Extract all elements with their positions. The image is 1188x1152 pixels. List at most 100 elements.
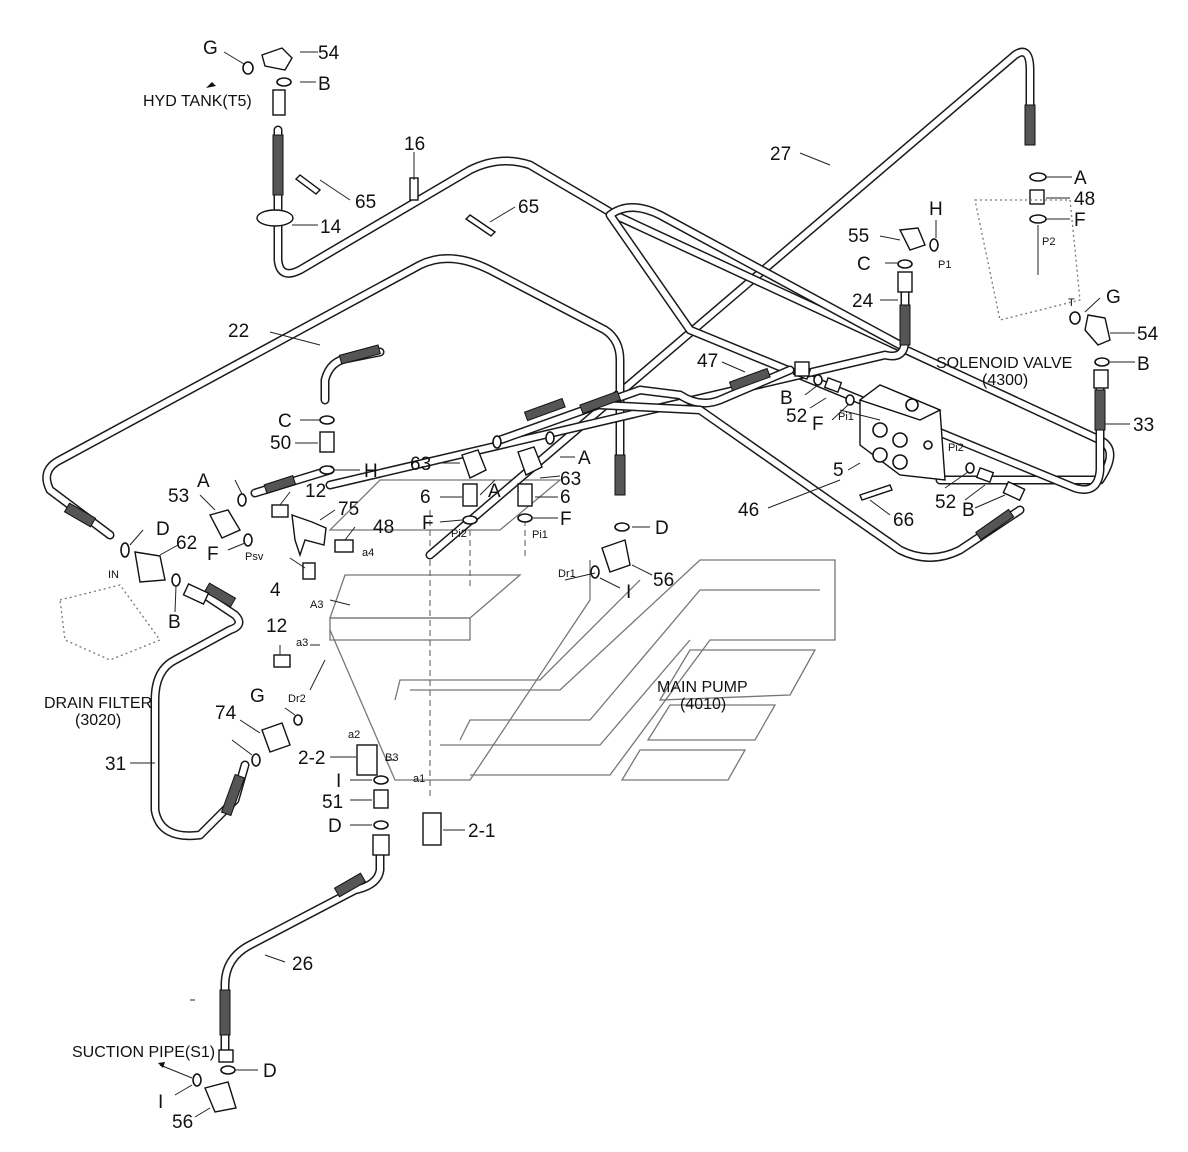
drain-filter-label: DRAIN FILTER	[44, 695, 152, 712]
port-label: a2	[348, 729, 360, 741]
letter-label: F	[422, 513, 434, 534]
part-number: 6	[560, 487, 571, 508]
letter-label: A	[1074, 168, 1087, 189]
port-label: A3	[310, 599, 323, 611]
port-label: P1	[938, 259, 951, 271]
drain-filter-body	[59, 584, 162, 661]
component-labels: HYD TANK(T5) SOLENOID VALVE (4300) DRAIN…	[44, 93, 1072, 1061]
part-number: 12	[305, 481, 326, 502]
part-number: 62	[176, 533, 197, 554]
letter-label: F	[207, 544, 219, 565]
drain-filter-number: (3020)	[75, 712, 121, 729]
letter-label: B	[962, 500, 975, 521]
port-label: T	[1068, 297, 1075, 309]
letter-label: F	[560, 509, 572, 530]
part-number: 63	[410, 454, 431, 475]
letter-label: G	[203, 38, 218, 59]
part-number: 54	[318, 43, 340, 64]
hyd-tank-label: HYD TANK(T5)	[143, 93, 252, 110]
port-label: Pi1	[838, 411, 854, 423]
part-number: 52	[786, 406, 807, 427]
hose-sleeves	[63, 104, 1106, 1036]
letter-label: A	[488, 481, 501, 502]
part-number: 5	[833, 460, 844, 481]
letter-label: C	[278, 411, 292, 432]
letter-label: I	[336, 771, 341, 792]
port-label: a3	[296, 637, 308, 649]
letter-label: H	[929, 199, 943, 220]
port-label: B3	[385, 752, 398, 764]
part-number: 22	[228, 321, 249, 342]
part-number: 31	[105, 754, 126, 775]
part-number: 55	[848, 226, 869, 247]
letter-label: F	[812, 414, 824, 435]
solenoid-valve-block	[858, 384, 946, 481]
port-label: Dr1	[558, 568, 576, 580]
port-labels: P1 P2 T Pi1 Pi2 Pi2 Pi1 Psv a4 A3 Dr1 a3…	[108, 236, 1075, 785]
part-number: 46	[738, 500, 759, 521]
part-number: 26	[292, 954, 313, 975]
main-pump-number: (4010)	[680, 696, 726, 713]
part-number: 2-2	[298, 748, 325, 769]
port-label: Pi2	[451, 528, 467, 540]
part-number: 56	[172, 1112, 193, 1133]
part-number: 14	[320, 217, 342, 238]
letter-label: D	[328, 816, 342, 837]
part-number: 27	[770, 144, 791, 165]
letter-label: B	[318, 74, 331, 95]
connection-arrows	[158, 82, 216, 1068]
port-label: Pi2	[948, 442, 964, 454]
part-number: 63	[560, 469, 581, 490]
part-number: 51	[322, 792, 343, 813]
main-pump-body	[328, 479, 836, 800]
part-number: 53	[168, 486, 189, 507]
letter-label: D	[263, 1061, 277, 1082]
part-number: 4	[270, 580, 281, 601]
letter-label: G	[1106, 287, 1121, 308]
part-number: 47	[697, 351, 718, 372]
solenoid-valve-label: SOLENOID VALVE	[936, 355, 1072, 372]
letter-label: I	[626, 582, 631, 603]
part-number: 54	[1137, 324, 1159, 345]
part-number: 75	[338, 499, 359, 520]
part-number: 24	[852, 291, 874, 312]
part-number: 12	[266, 616, 287, 637]
port-label: Psv	[245, 551, 264, 563]
main-pump-label: MAIN PUMP	[657, 679, 748, 696]
port-label: Dr2	[288, 693, 306, 705]
part-number: 6	[420, 487, 431, 508]
letter-label: H	[364, 461, 378, 482]
letter-labels: G B A F G B H C C H A A B F A D F F F B …	[156, 38, 1150, 1113]
part-number: 66	[893, 510, 914, 531]
letter-label: G	[250, 686, 265, 707]
letter-label: B	[168, 612, 181, 633]
part-number: 16	[404, 134, 425, 155]
port-label: P2	[1042, 236, 1055, 248]
letter-label: I	[158, 1092, 163, 1113]
letter-label: D	[156, 519, 170, 540]
part-number: 74	[215, 703, 237, 724]
fittings	[120, 47, 1111, 1113]
port-label: Pi1	[532, 529, 548, 541]
part-number-labels: 54 65 16 14 65 27 48 55 24 22 47 52 50 6…	[105, 43, 1159, 1133]
letter-label: F	[1074, 210, 1086, 231]
letter-label: B	[1137, 354, 1150, 375]
part-number: 33	[1133, 415, 1154, 436]
port-label: a1	[413, 773, 425, 785]
part-number: 48	[1074, 189, 1095, 210]
letter-label: B	[780, 388, 793, 409]
letter-label: D	[655, 518, 669, 539]
leader-lines	[129, 51, 1135, 1118]
part-number: 48	[373, 517, 394, 538]
letter-label: A	[578, 448, 591, 469]
letter-label: C	[857, 254, 871, 275]
part-number: 56	[653, 570, 674, 591]
part-number: 52	[935, 492, 956, 513]
port-label: a4	[362, 547, 374, 559]
part-number: 65	[518, 197, 539, 218]
part-number: 2-1	[468, 821, 495, 842]
letter-label: A	[197, 471, 210, 492]
solenoid-valve-number: (4300)	[982, 372, 1028, 389]
